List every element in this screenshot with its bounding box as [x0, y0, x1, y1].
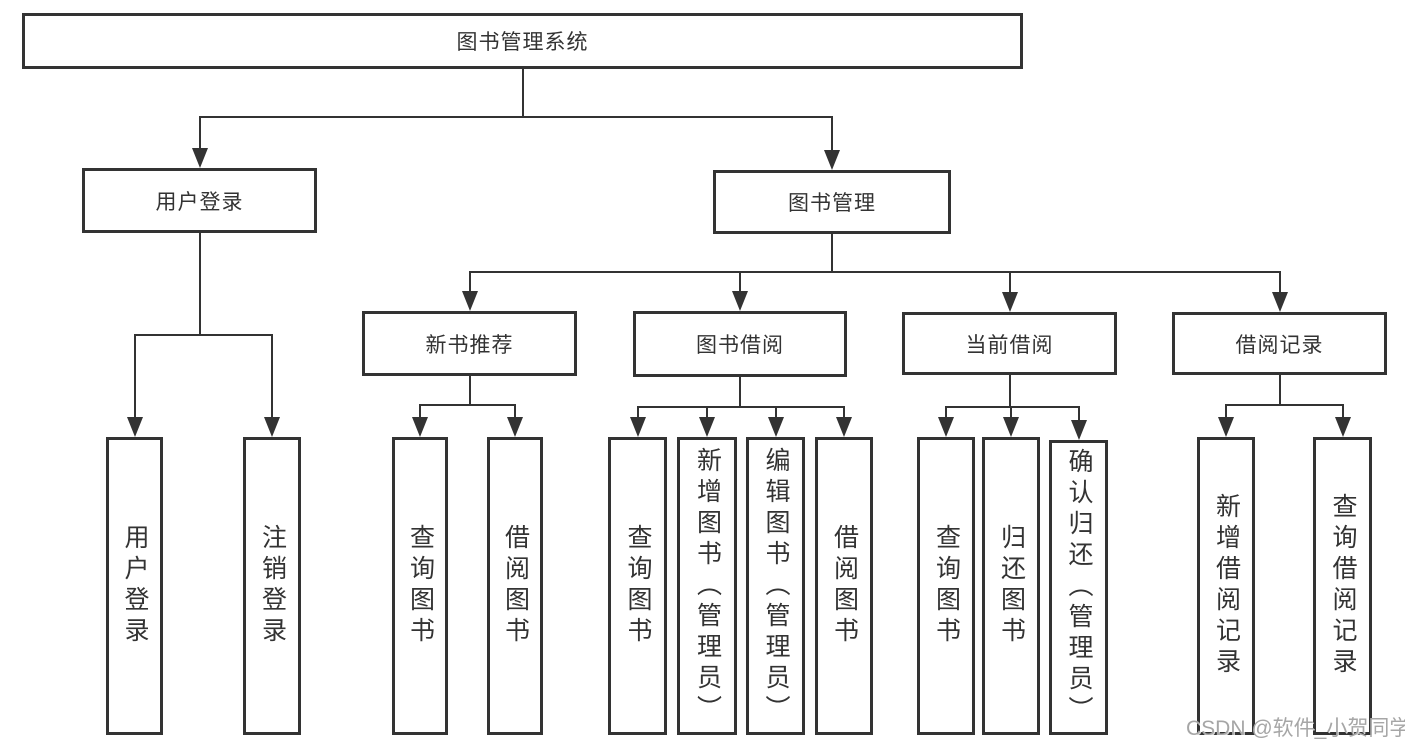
node-label-leaf-return-book: 归还图书: [997, 524, 1026, 648]
connector-line: [198, 117, 201, 150]
connector-line: [774, 407, 777, 419]
connector-line: [468, 271, 1281, 273]
diagram-node-leaf-user-login: 用户登录: [106, 437, 163, 735]
node-label-leaf-logout: 注销登录: [258, 524, 287, 648]
diagram-node-leaf-query-book-1: 查询图书: [392, 437, 448, 735]
node-label-leaf-add-book: 新增图书（管理员）: [693, 446, 722, 726]
connector-line: [419, 405, 421, 419]
connector-line: [521, 67, 524, 118]
connector-line: [468, 374, 471, 406]
diagram-node-borrow-records: 借阅记录: [1172, 312, 1387, 375]
connector-line: [1008, 373, 1011, 408]
diagram-node-leaf-borrow-book-2: 借阅图书: [815, 437, 873, 735]
diagram-node-leaf-query-borrow-record: 查询借阅记录: [1313, 437, 1372, 735]
diagram-node-leaf-query-book-3: 查询图书: [917, 437, 975, 735]
connector-line: [1278, 272, 1281, 294]
node-label-borrow-records: 借阅记录: [1235, 333, 1324, 357]
diagram-node-leaf-add-book: 新增图书（管理员）: [677, 437, 737, 735]
diagram-node-current-borrow: 当前借阅: [902, 312, 1117, 375]
connector-line: [419, 404, 516, 406]
arrow-down-icon: [824, 150, 840, 170]
diagram-node-leaf-confirm-return: 确认归还（管理员）: [1049, 440, 1108, 735]
connector-line: [198, 116, 833, 118]
connector-line: [514, 405, 516, 419]
node-label-current-borrow: 当前借阅: [965, 333, 1054, 357]
connector-line: [831, 117, 833, 152]
node-label-leaf-borrow-book-2: 借阅图书: [830, 524, 859, 648]
arrow-down-icon: [1218, 417, 1234, 437]
node-label-leaf-query-borrow-record: 查询借阅记录: [1329, 493, 1357, 679]
diagram-node-leaf-edit-book: 编辑图书（管理员）: [746, 437, 805, 735]
arrow-down-icon: [461, 291, 478, 311]
connector-line: [636, 406, 845, 408]
connector-line: [1225, 405, 1227, 419]
diagram-node-user-login: 用户登录: [82, 168, 317, 233]
node-label-leaf-user-login: 用户登录: [121, 524, 149, 648]
arrow-down-icon: [264, 417, 280, 437]
connector-line: [831, 232, 833, 273]
connector-line: [739, 272, 741, 293]
arrow-down-icon: [1070, 420, 1087, 440]
connector-line: [133, 334, 273, 336]
arrow-down-icon: [1003, 417, 1019, 437]
diagram-node-leaf-add-borrow-record: 新增借阅记录: [1197, 437, 1255, 735]
connector-line: [198, 231, 201, 336]
csdn-watermark: CSDN @软件_小贺同学: [1186, 717, 1405, 740]
node-label-book-borrow: 图书借阅: [696, 334, 784, 357]
connector-line: [1077, 407, 1080, 422]
node-label-leaf-query-book-3: 查询图书: [932, 524, 961, 648]
node-label-leaf-borrow-book-1: 借阅图书: [501, 524, 530, 648]
diagram-node-leaf-logout: 注销登录: [243, 437, 301, 735]
connector-line: [468, 272, 471, 293]
arrow-down-icon: [412, 417, 428, 437]
diagram-node-book-borrow: 图书借阅: [633, 311, 847, 377]
connector-line: [1278, 373, 1281, 406]
connector-line: [706, 407, 708, 419]
diagram-node-new-book-rec: 新书推荐: [362, 311, 577, 376]
connector-line: [1341, 405, 1344, 419]
diagram-node-leaf-query-book-2: 查询图书: [608, 437, 667, 735]
connector-line: [945, 406, 1080, 408]
node-label-leaf-edit-book: 编辑图书（管理员）: [762, 446, 790, 726]
node-label-book-mgmt: 图书管理: [788, 192, 876, 215]
connector-line: [133, 335, 136, 419]
node-label-leaf-query-book-2: 查询图书: [624, 524, 652, 648]
diagram-node-book-mgmt: 图书管理: [713, 170, 951, 234]
node-label-leaf-add-borrow-record: 新增借阅记录: [1212, 493, 1241, 679]
arrow-down-icon: [629, 417, 646, 437]
arrow-down-icon: [126, 417, 143, 437]
connector-line: [945, 407, 947, 419]
arrow-down-icon: [507, 417, 523, 437]
diagram-node-leaf-borrow-book-1: 借阅图书: [487, 437, 543, 735]
connector-line: [843, 407, 845, 419]
node-label-user-login: 用户登录: [155, 190, 244, 214]
arrow-down-icon: [836, 417, 852, 437]
diagram-node-leaf-return-book: 归还图书: [982, 437, 1040, 735]
connector-line: [1010, 407, 1012, 419]
node-label-leaf-confirm-return: 确认归还（管理员）: [1065, 448, 1093, 727]
node-label-leaf-query-book-1: 查询图书: [406, 524, 435, 648]
arrow-down-icon: [191, 148, 208, 168]
node-label-new-book-rec: 新书推荐: [425, 333, 514, 357]
arrow-down-icon: [767, 417, 784, 437]
connector-line: [1225, 404, 1344, 406]
connector-line: [1008, 272, 1011, 294]
arrow-down-icon: [732, 291, 748, 311]
arrow-down-icon: [1001, 292, 1018, 312]
arrow-down-icon: [1334, 417, 1351, 437]
diagram-node-root: 图书管理系统: [22, 13, 1023, 69]
arrow-down-icon: [1271, 292, 1288, 312]
connector-line: [271, 335, 273, 419]
node-label-root: 图书管理系统: [456, 31, 589, 54]
arrow-down-icon: [699, 417, 715, 437]
connector-line: [739, 375, 741, 408]
connector-line: [636, 407, 639, 419]
arrow-down-icon: [938, 417, 954, 437]
